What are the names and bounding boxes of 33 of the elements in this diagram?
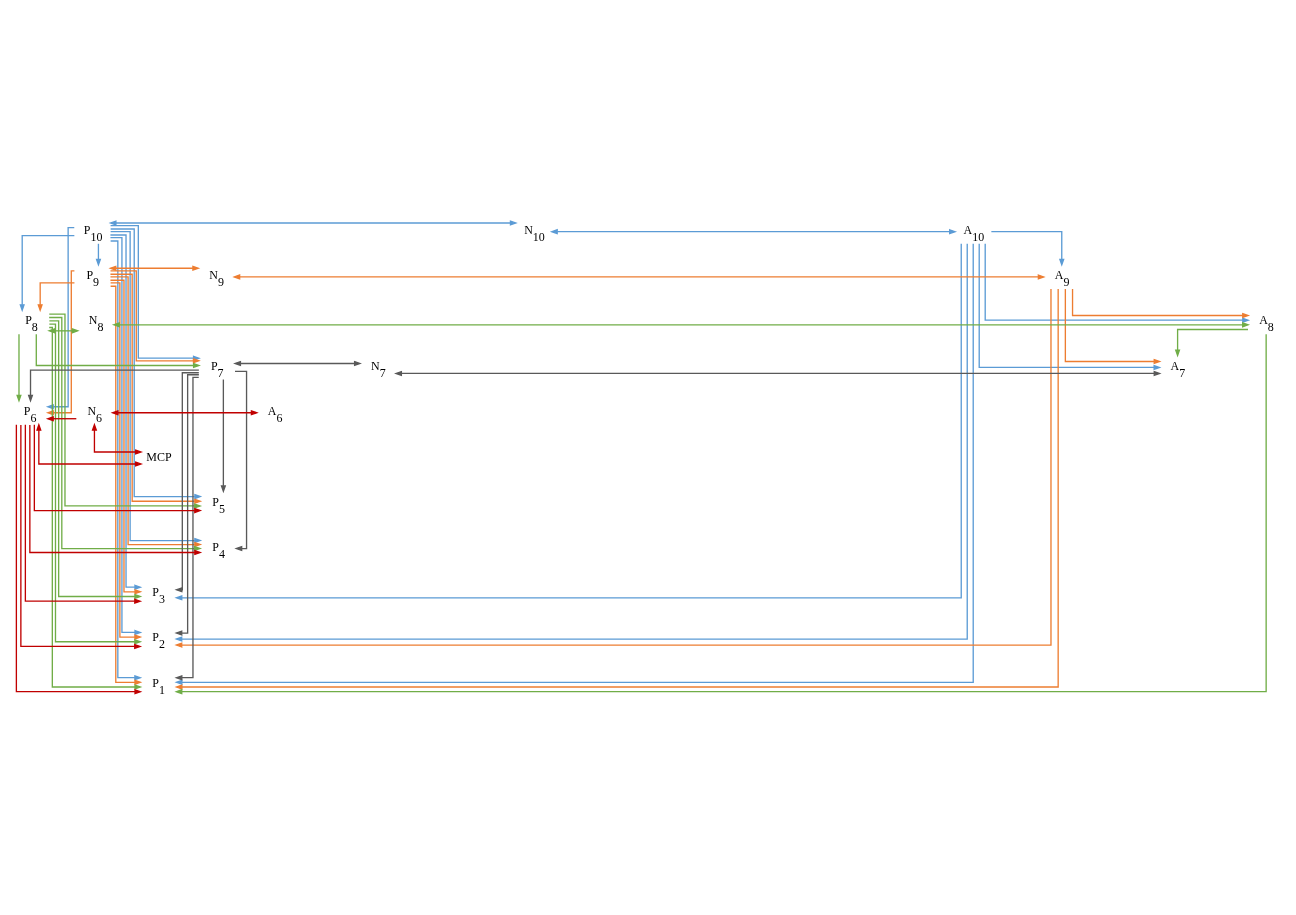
arrow [33, 423, 203, 513]
arrow [111, 321, 1250, 328]
arrow [549, 228, 958, 234]
arrow [174, 371, 200, 593]
arrow [108, 219, 518, 226]
arrow [37, 281, 76, 312]
arrow [19, 234, 75, 312]
arrow [29, 423, 203, 555]
arrow [990, 230, 1065, 267]
arrow [394, 370, 1162, 376]
arrow [978, 242, 1162, 370]
arrow [233, 360, 362, 366]
arrow [234, 370, 248, 551]
arrow [108, 264, 201, 271]
arrow [20, 423, 143, 649]
arrow [36, 422, 144, 467]
arrow [220, 378, 227, 493]
arrow [174, 376, 200, 680]
node-text: MCP [146, 449, 172, 464]
arrow [24, 423, 143, 604]
arrow [174, 373, 200, 636]
arrow [232, 273, 1046, 280]
arrow [91, 422, 144, 455]
arrow [174, 333, 1267, 694]
arrow [15, 423, 143, 694]
arrow [27, 368, 200, 403]
arrow [1064, 287, 1162, 364]
arrow [110, 409, 259, 416]
arrow [1071, 287, 1251, 318]
arrow [45, 415, 77, 422]
arrow [984, 242, 1251, 323]
arrow [16, 333, 22, 403]
arrow [1174, 328, 1249, 357]
